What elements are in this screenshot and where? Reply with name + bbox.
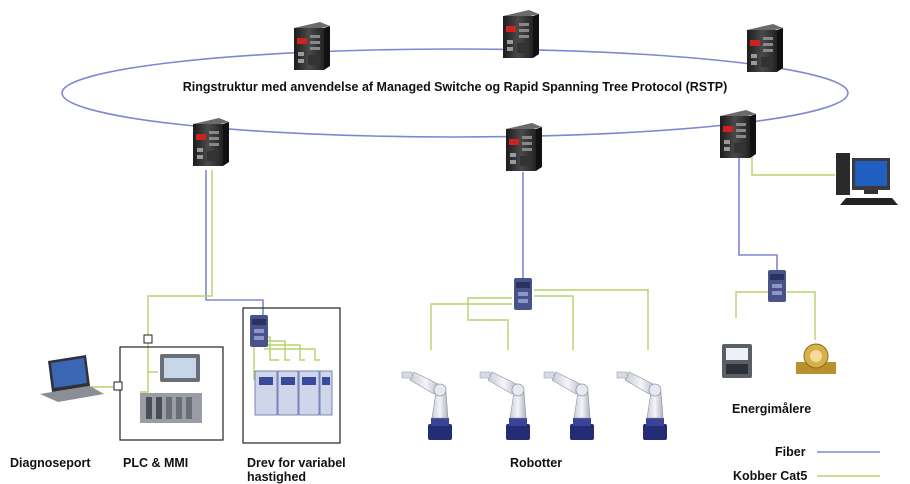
drev-label-line2: hastighed bbox=[247, 470, 307, 484]
managed-switch-icon bbox=[747, 24, 783, 72]
plc-rack-icon bbox=[140, 393, 202, 423]
electricity-meter-icon bbox=[722, 344, 752, 378]
industrial-robot-arm-icon bbox=[479, 371, 531, 441]
managed-switch-icon bbox=[720, 110, 756, 158]
diagnoseport-label: Diagnoseport bbox=[10, 456, 91, 470]
variable-speed-drive-icon bbox=[254, 370, 333, 416]
energimalere-label: Energimålere bbox=[732, 402, 812, 416]
fiber-links bbox=[205, 155, 778, 318]
unmanaged-switch-icon bbox=[514, 278, 532, 310]
copper-links bbox=[91, 150, 835, 393]
managed-switch-icon bbox=[193, 118, 229, 166]
legend-fiber-label: Fiber bbox=[775, 445, 806, 459]
managed-switch-icon bbox=[503, 10, 539, 58]
water-meter-icon bbox=[796, 343, 836, 374]
unmanaged-switch-icon bbox=[768, 270, 786, 302]
drives-enclosure bbox=[242, 307, 341, 444]
rstp-ring bbox=[61, 48, 849, 138]
plc-mmi-label: PLC & MMI bbox=[123, 456, 189, 470]
ring-title: Ringstruktur med anvendelse af Managed S… bbox=[182, 80, 728, 94]
laptop-icon bbox=[40, 355, 104, 402]
plc-mmi-enclosure bbox=[113, 334, 224, 441]
robotter-label: Robotter bbox=[510, 456, 563, 470]
industrial-robot-arm-icon bbox=[401, 371, 453, 441]
managed-switch-icon bbox=[294, 22, 330, 70]
mmi-touchscreen-icon bbox=[160, 354, 200, 382]
desktop-computer-icon bbox=[836, 153, 898, 205]
industrial-robot-arm-icon bbox=[543, 371, 595, 441]
managed-switch-icon bbox=[506, 123, 542, 171]
drev-label-line1: Drev for variabel bbox=[247, 456, 346, 470]
legend-kobber-label: Kobber Cat5 bbox=[733, 469, 808, 483]
unmanaged-switch-icon bbox=[250, 315, 268, 347]
industrial-robot-arm-icon bbox=[616, 371, 668, 441]
